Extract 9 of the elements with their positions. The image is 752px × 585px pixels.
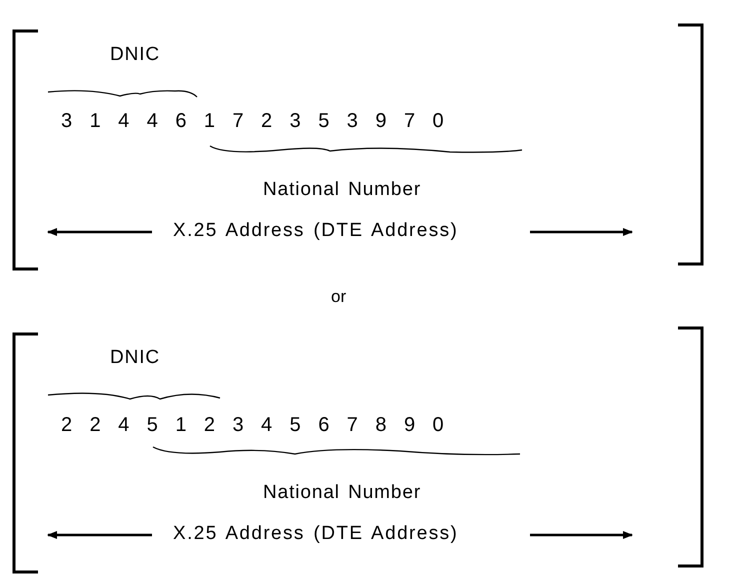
field-label: DNIC: [110, 43, 160, 67]
field-label: National Number: [263, 178, 422, 202]
address-digits: 2 2 4 5 1 2 3 4 5 6 7 8 9 0: [61, 413, 444, 437]
address-label: X.25 Address (DTE Address): [173, 522, 458, 546]
separator-text: or: [331, 286, 346, 308]
address-label: X.25 Address (DTE Address): [173, 219, 458, 243]
address-digits: 3 1 4 4 6 1 7 2 3 5 3 9 7 0: [61, 109, 444, 133]
field-label: DNIC: [110, 346, 160, 370]
field-label: National Number: [263, 481, 422, 505]
